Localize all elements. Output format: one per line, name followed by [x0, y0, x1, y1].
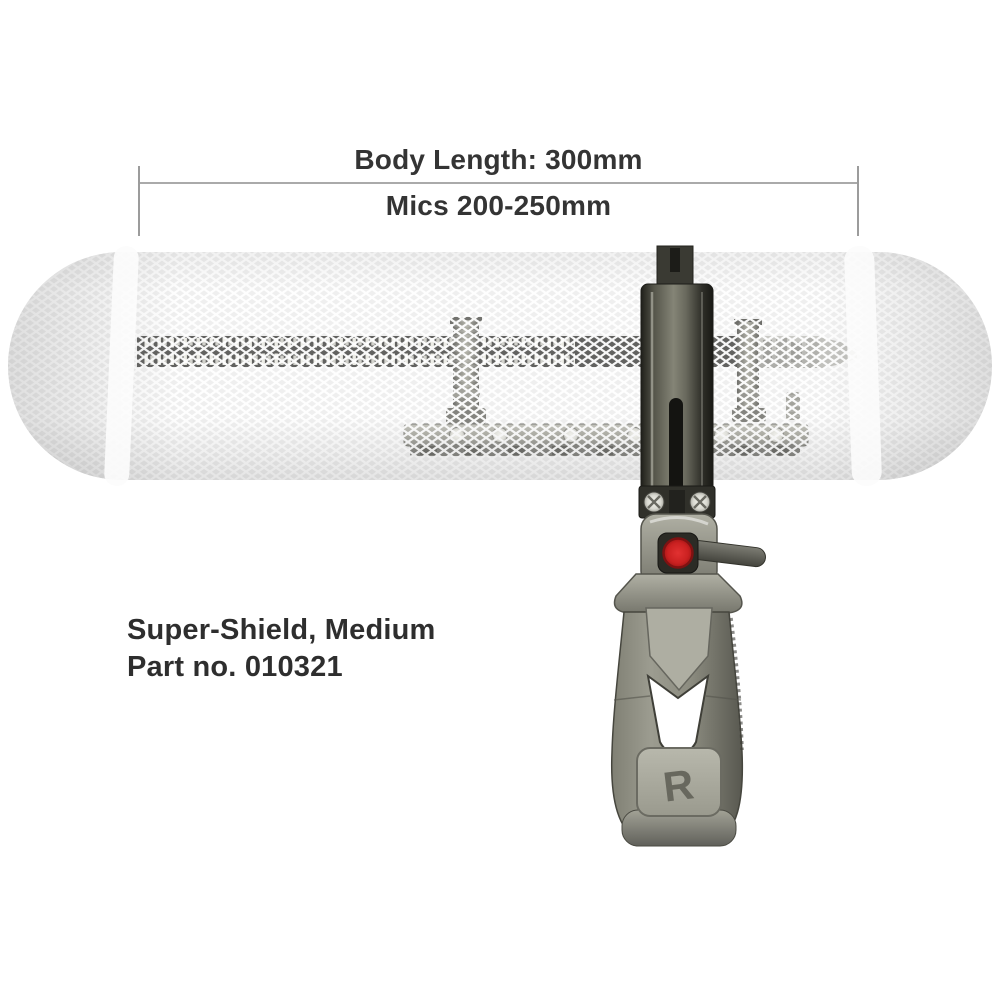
grip-inset-panel [645, 607, 713, 692]
mics-range-label: Mics 200-250mm [385, 190, 612, 221]
body-length-label: Body Length: 300mm [354, 144, 643, 175]
dimension-line [139, 182, 858, 184]
rycote-logo: R [661, 760, 697, 810]
logo-panel [636, 747, 722, 817]
red-locking-knob[interactable] [662, 537, 694, 569]
handle-column [638, 245, 716, 519]
windshield-blimp [8, 246, 992, 486]
product-caption: Super-Shield, Medium Part no. 010321 [127, 612, 436, 686]
strap-band-left [104, 246, 139, 486]
handle-assembly: R [610, 245, 766, 847]
dimension-tick-left [138, 166, 140, 236]
plate-screws [643, 491, 711, 513]
strap-band-right [844, 246, 882, 486]
blimp-shading [8, 252, 992, 480]
clamp [613, 513, 766, 614]
dimension-tick-right [857, 166, 859, 236]
part-number: Part no. 010321 [127, 651, 343, 683]
product-name: Super-Shield, Medium [127, 614, 436, 646]
pistol-grip[interactable]: R [610, 607, 744, 847]
